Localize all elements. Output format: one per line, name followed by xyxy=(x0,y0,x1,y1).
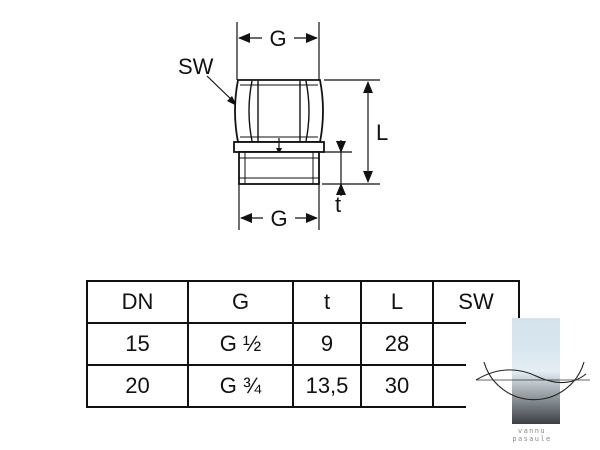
l-label: L xyxy=(376,120,388,145)
logo-arc-inner xyxy=(475,369,587,384)
table-row: 20 G ¾ 13,5 30 3 xyxy=(86,364,520,408)
hex-nut-body xyxy=(234,79,324,143)
g-top-arrow-left xyxy=(238,33,250,43)
t-arrow-top xyxy=(336,141,346,153)
cell-t: 13,5 xyxy=(292,364,362,408)
g-bottom-arrow-left xyxy=(240,213,252,223)
table-row: 15 G ½ 9 28 2 xyxy=(86,322,520,366)
cell-dn: 15 xyxy=(86,322,189,366)
t-arrow-bottom xyxy=(336,183,346,195)
watermark-logo xyxy=(466,318,600,450)
g-bottom-label: G xyxy=(270,206,287,231)
header-dn: DN xyxy=(86,280,189,324)
cell-g: G ¾ xyxy=(187,364,294,408)
header-l: L xyxy=(360,280,434,324)
watermark-line2: pasaule xyxy=(512,435,552,443)
cell-l: 28 xyxy=(360,322,434,366)
cell-g: G ½ xyxy=(187,322,294,366)
header-t: t xyxy=(292,280,362,324)
g-top-arrow-right xyxy=(306,33,318,43)
header-g: G xyxy=(187,280,294,324)
center-mark-arrow xyxy=(276,148,282,154)
watermark-line1: vannu xyxy=(517,427,547,435)
cell-l: 30 xyxy=(360,364,434,408)
t-label: t xyxy=(335,192,341,217)
threaded-spigot xyxy=(238,151,320,185)
g-top-label: G xyxy=(269,26,286,51)
cell-dn: 20 xyxy=(86,364,189,408)
logo-arc xyxy=(483,361,585,401)
spec-table: DN G t L SW 15 G ½ 9 28 2 20 G ¾ 13,5 30… xyxy=(86,280,520,408)
sw-label: SW xyxy=(178,54,214,79)
hex-face-right xyxy=(305,80,310,142)
l-arrow-top xyxy=(363,81,373,93)
cell-t: 9 xyxy=(292,322,362,366)
hex-face-left xyxy=(248,80,253,142)
header-sw: SW xyxy=(432,280,520,324)
g-bottom-arrow-right xyxy=(306,213,318,223)
l-arrow-bottom xyxy=(363,171,373,183)
watermark-text: vannu pasaule xyxy=(492,427,572,443)
table-header-row: DN G t L SW xyxy=(86,280,520,324)
